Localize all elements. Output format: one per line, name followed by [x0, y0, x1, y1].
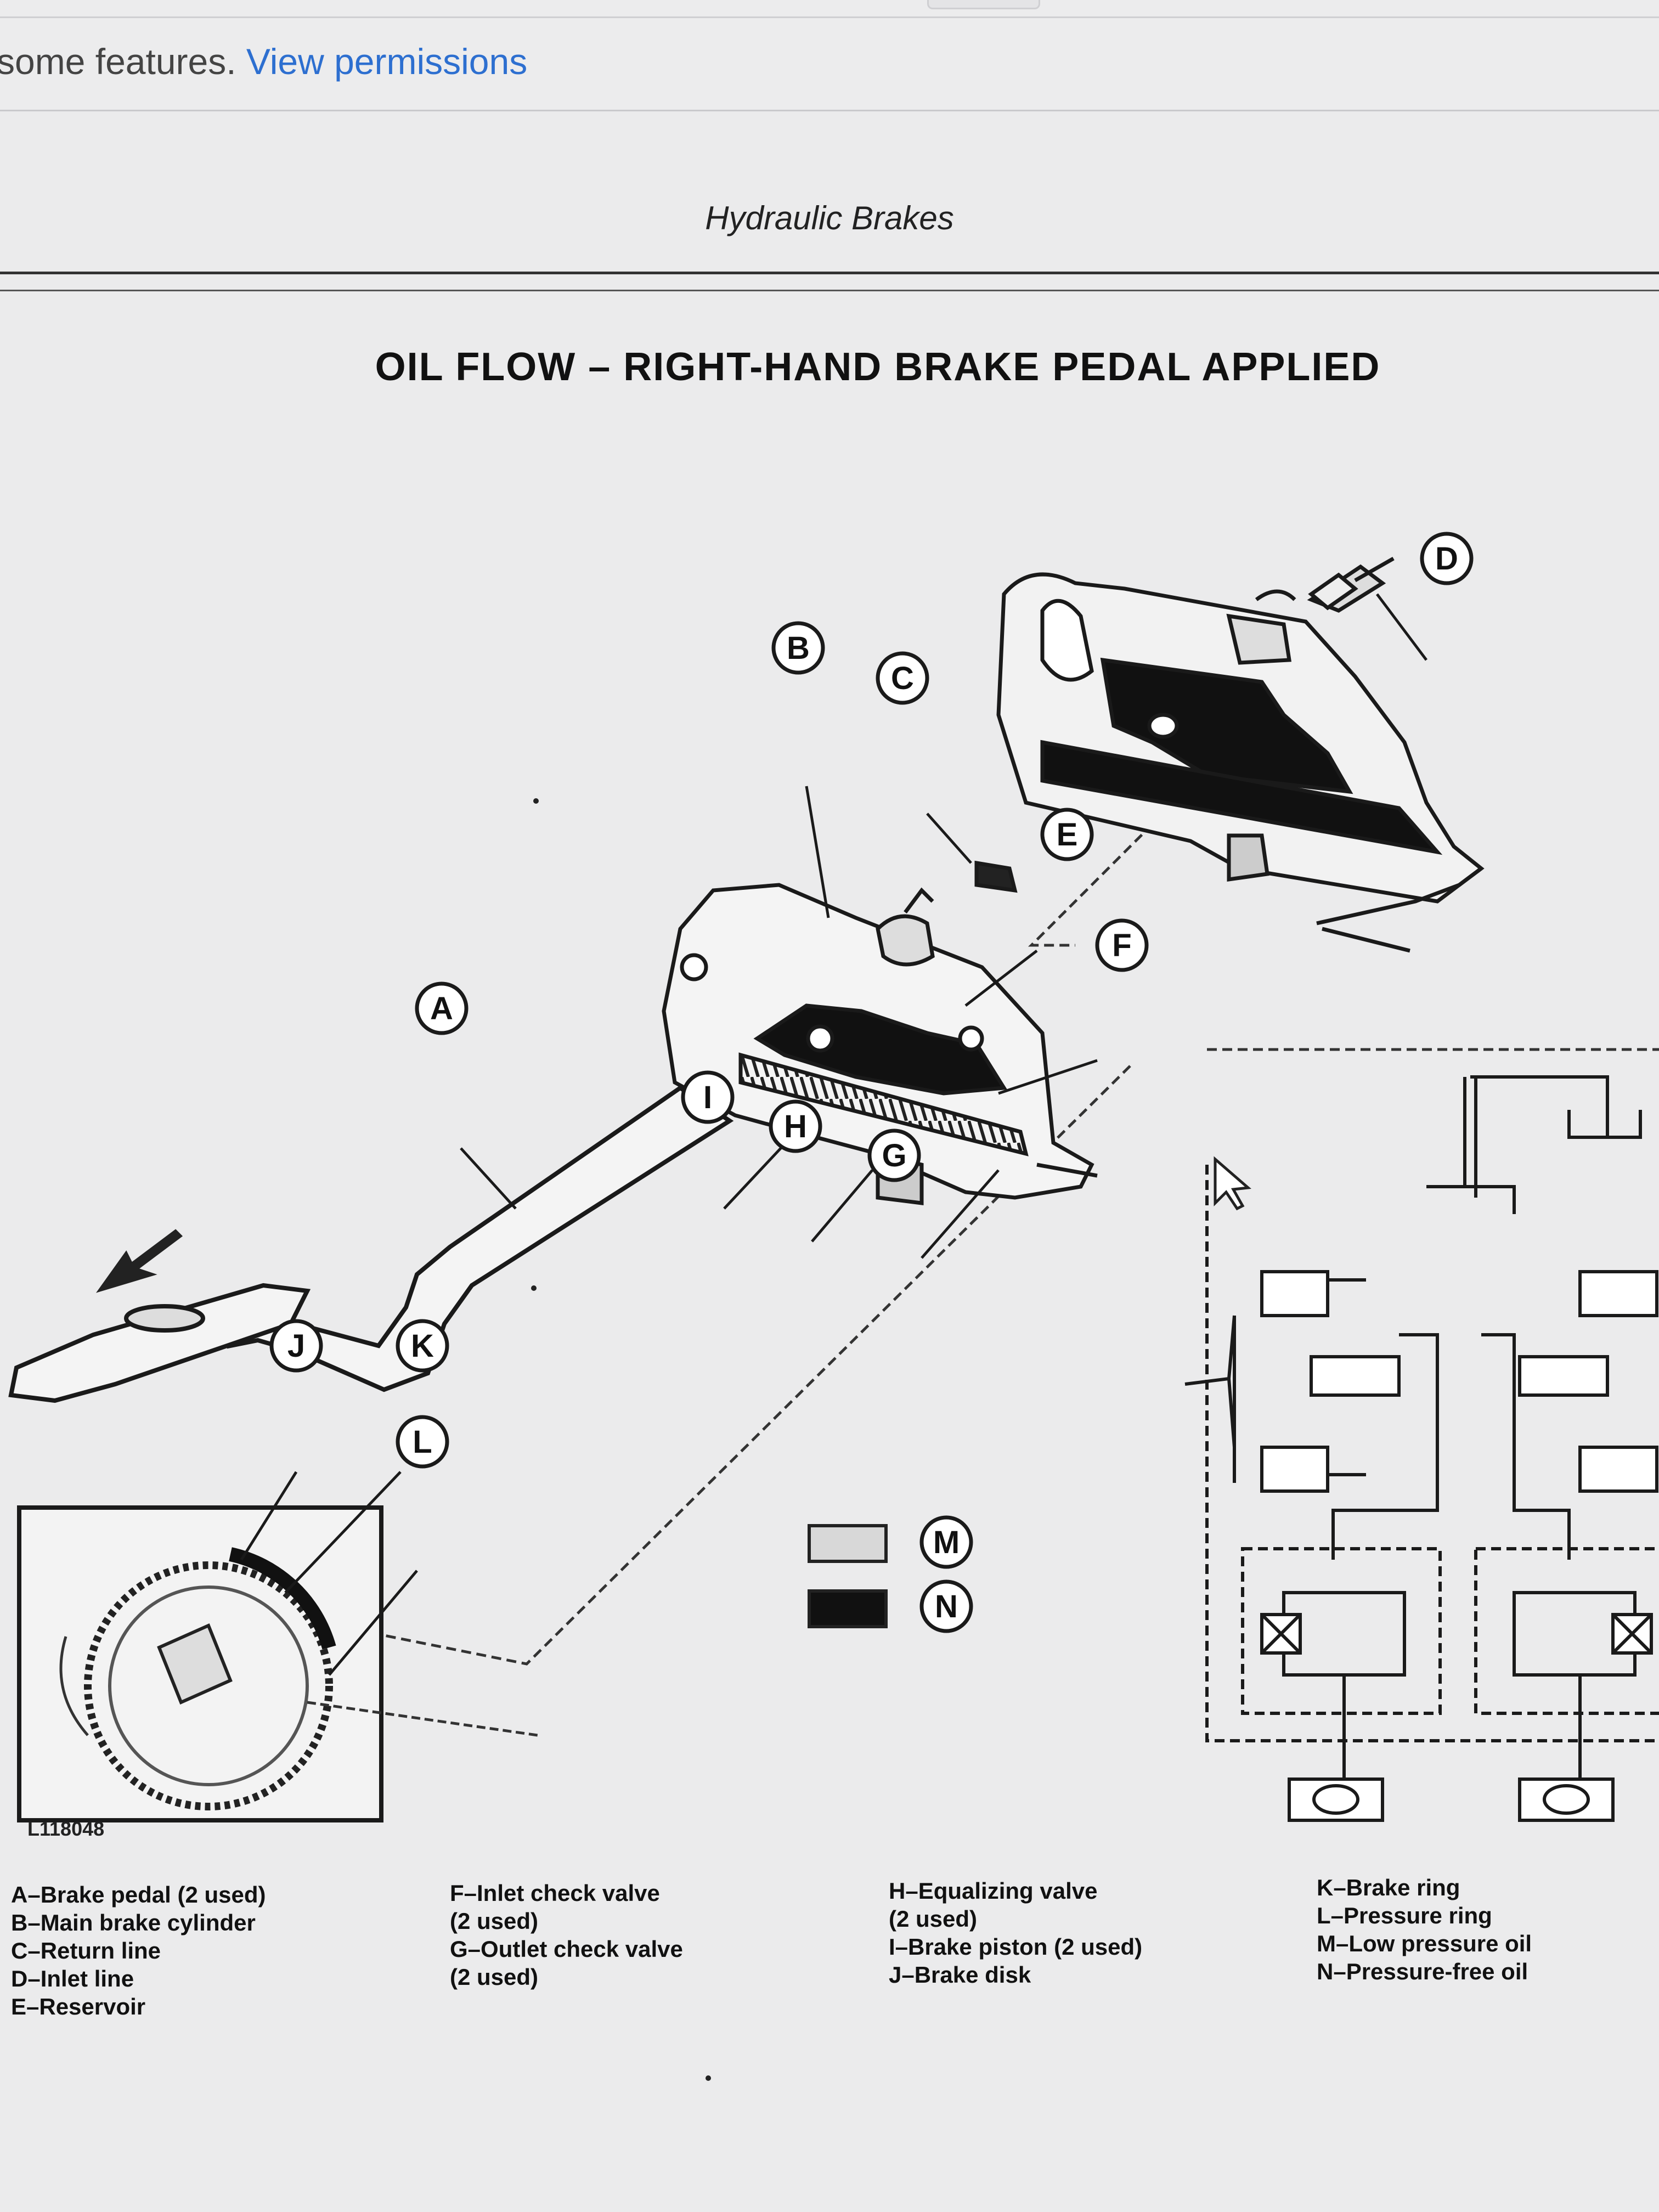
callout-k-circle — [396, 1319, 449, 1373]
speck — [533, 798, 539, 804]
top-divider — [0, 16, 1659, 18]
callout-b: B — [787, 630, 810, 666]
notice-text: some features. — [0, 41, 236, 82]
callout-a: A — [430, 991, 453, 1026]
callout-g-circle — [867, 1128, 921, 1182]
legend-item: A–Brake pedal (2 used) — [11, 1882, 266, 1908]
legend-column-2: F–Inlet check valve (2 used) G–Outlet ch… — [450, 1879, 683, 1991]
callout-b-circle — [771, 621, 825, 675]
low-pressure-oil-swatch — [808, 1524, 888, 1563]
callout-a-circle — [415, 981, 469, 1035]
legend-column-4: K–Brake ring L–Pressure ring M–Low press… — [1317, 1874, 1532, 1985]
brake-pedal-arm — [8, 1085, 734, 1403]
inlet-line-d — [1308, 556, 1395, 611]
legend-item: C–Return line — [11, 1938, 161, 1963]
top-tab-edge — [927, 0, 1040, 9]
speck — [706, 2075, 711, 2081]
callout-i-circle — [681, 1070, 735, 1124]
callout-m: M — [933, 1525, 960, 1560]
callout-l-circle — [396, 1415, 449, 1469]
callout-c-circle — [876, 651, 929, 705]
callout-markers — [269, 532, 1474, 1633]
callout-h: H — [784, 1109, 807, 1144]
upper-brake-cylinder — [996, 564, 1485, 953]
view-permissions-link[interactable]: View permissions — [246, 41, 528, 82]
legend-item: D–Inlet line — [11, 1966, 134, 1991]
header-rule-thin — [0, 290, 1659, 291]
callout-f-circle — [1095, 918, 1149, 972]
callout-l: L — [413, 1424, 432, 1460]
document-page: Hydraulic Brakes OIL FLOW – RIGHT-HAND B… — [0, 111, 1659, 2212]
callout-letters: A B C D E F G H I J K L M N — [287, 541, 1458, 1624]
callout-j-circle — [269, 1319, 323, 1373]
pressure-free-oil-swatch — [808, 1589, 888, 1628]
callout-g: G — [882, 1138, 906, 1173]
callout-h-circle — [769, 1099, 822, 1153]
callout-m-circle — [919, 1515, 973, 1569]
legend-item: H–Equalizing valve — [889, 1878, 1098, 1904]
callout-j: J — [287, 1328, 305, 1364]
diagram-title: OIL FLOW – RIGHT-HAND BRAKE PEDAL APPLIE… — [375, 345, 1381, 389]
speck — [531, 1285, 537, 1291]
callout-k: K — [411, 1328, 434, 1364]
page-header: Hydraulic Brakes — [705, 200, 954, 236]
legend-item: G–Outlet check valve — [450, 1936, 683, 1962]
legend-item: (2 used) — [889, 1906, 978, 1932]
legend-item: M–Low pressure oil — [1317, 1931, 1532, 1956]
callout-f: F — [1112, 928, 1131, 963]
legend-item: N–Pressure-free oil — [1317, 1959, 1528, 1984]
callout-e-circle — [1040, 808, 1094, 861]
callout-e: E — [1057, 817, 1078, 853]
callout-i: I — [703, 1080, 712, 1115]
callout-n: N — [935, 1589, 958, 1624]
callout-c: C — [891, 661, 914, 696]
legend-item: I–Brake piston (2 used) — [889, 1934, 1143, 1960]
browser-top-bar: some features. View permissions — [0, 0, 1659, 111]
legend-item: E–Reservoir — [11, 1994, 146, 2019]
permissions-notice: some features. View permissions — [0, 41, 527, 82]
legend-column-3: H–Equalizing valve (2 used) I–Brake pist… — [889, 1877, 1142, 1989]
legend-column-1: A–Brake pedal (2 used) B–Main brake cyli… — [11, 1881, 266, 2021]
figure-id: L118048 — [27, 1818, 105, 1840]
legend-item: (2 used) — [450, 1908, 539, 1934]
pedal-motion-arrow — [95, 1229, 183, 1293]
legend-item: K–Brake ring — [1317, 1875, 1460, 1900]
legend-item: L–Pressure ring — [1317, 1903, 1492, 1928]
hydraulic-schematic — [1184, 1075, 1659, 1822]
legend-item: B–Main brake cylinder — [11, 1910, 256, 1936]
callout-d-circle — [1420, 532, 1474, 585]
header-rule-thick — [0, 272, 1659, 274]
legend-item: J–Brake disk — [889, 1962, 1031, 1988]
cursor-arrow-icon — [1214, 1156, 1251, 1211]
callout-n-circle — [919, 1579, 973, 1633]
brake-diagram: A B C D E F G H I J K L M N — [8, 532, 1659, 1822]
callout-d: D — [1435, 541, 1458, 577]
legend-item: F–Inlet check valve — [450, 1880, 660, 1906]
leader-lines — [240, 593, 1427, 1676]
brake-disk-inset — [17, 1505, 538, 1822]
legend-item: (2 used) — [450, 1964, 539, 1990]
